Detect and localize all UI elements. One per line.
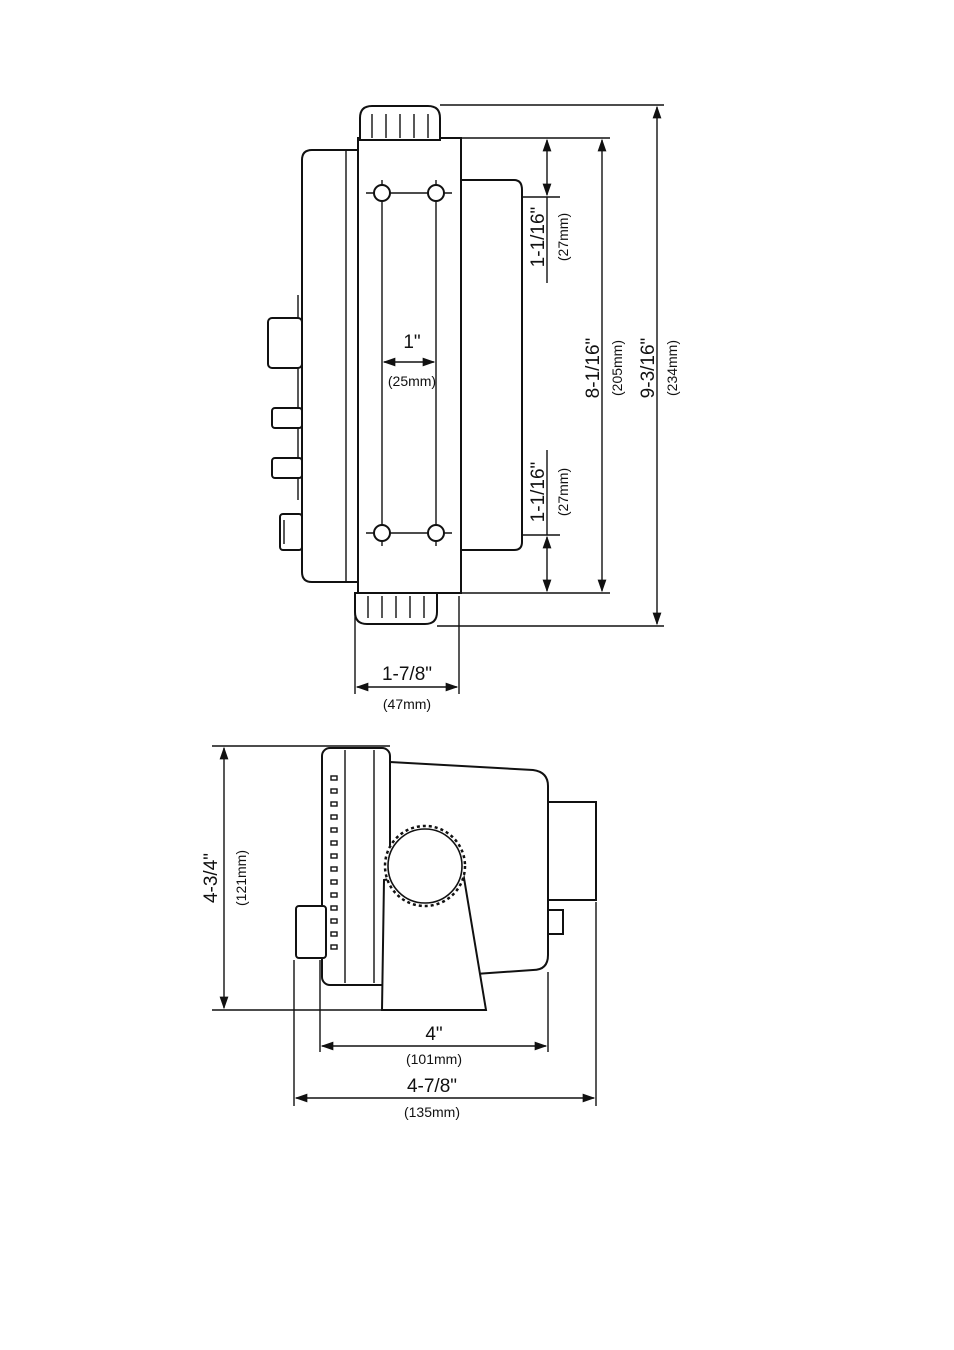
hole-bottom-right: [427, 524, 445, 542]
volume-knob: [267, 317, 303, 369]
top-view: 1" (25mm) 1-1/16" (27mm) 1-1/16" (27mm) …: [267, 104, 680, 712]
upper-bracket-knob: [359, 105, 441, 141]
dim-bracket-length-metric: (205mm): [609, 340, 625, 396]
dim-width-imperial: 1-7/8": [382, 664, 432, 685]
hole-top-left: [373, 184, 391, 202]
front-knob: [295, 905, 327, 959]
hole-top-right: [427, 184, 445, 202]
dim-height: 4-3/4" (121mm): [201, 746, 249, 1010]
lower-bracket-knob: [354, 592, 438, 625]
dim-body-depth-imperial: 4": [425, 1024, 442, 1045]
dim-width-metric: (47mm): [383, 696, 431, 712]
hole-bottom-left: [373, 524, 391, 542]
rear-housing: [460, 179, 523, 551]
channel-knob: [271, 457, 303, 479]
dim-overall-depth-imperial: 4-7/8": [407, 1076, 457, 1097]
dim-body-depth: 4" (101mm): [320, 1024, 548, 1067]
rear-box: [547, 801, 597, 901]
dim-overall-length-imperial: 9-3/16": [638, 338, 659, 399]
mounting-bracket: [357, 137, 462, 594]
dim-overall-length: 9-3/16" (234mm): [638, 105, 680, 626]
rear-connector: [547, 909, 564, 935]
dim-lower-offset-metric: (27mm): [555, 468, 571, 516]
dim-bracket-length: 8-1/16" (205mm): [583, 138, 625, 593]
dim-height-metric: (121mm): [233, 850, 249, 906]
dim-overall-depth: 4-7/8" (135mm): [294, 1076, 596, 1120]
dim-hole-spacing: 1" (25mm): [382, 332, 436, 389]
dim-overall-depth-metric: (135mm): [404, 1104, 460, 1120]
dim-hole-spacing-metric: (25mm): [388, 373, 436, 389]
dim-upper-offset-metric: (27mm): [555, 213, 571, 261]
side-view: 4-3/4" (121mm) 4" (101mm) 4-7/8" (135mm): [201, 745, 597, 1120]
dim-width: 1-7/8" (47mm): [354, 596, 460, 712]
mic-connector: [279, 513, 303, 551]
squelch-knob: [271, 407, 303, 429]
dim-lower-offset: 1-1/16" (27mm): [528, 450, 571, 593]
dim-overall-length-metric: (234mm): [664, 340, 680, 396]
dim-upper-offset: 1-1/16" (27mm): [528, 138, 571, 283]
dim-bracket-length-imperial: 8-1/16": [583, 338, 604, 399]
dim-height-imperial: 4-3/4": [201, 853, 222, 903]
mounting-holes: [366, 180, 452, 546]
radio-body-outline: [301, 149, 358, 583]
panel-tick-marks: [330, 775, 338, 950]
dim-hole-spacing-imperial: 1": [403, 332, 420, 353]
dim-upper-offset-imperial: 1-1/16": [528, 207, 549, 268]
dim-lower-offset-imperial: 1-1/16": [528, 462, 549, 523]
dim-body-depth-metric: (101mm): [406, 1051, 462, 1067]
